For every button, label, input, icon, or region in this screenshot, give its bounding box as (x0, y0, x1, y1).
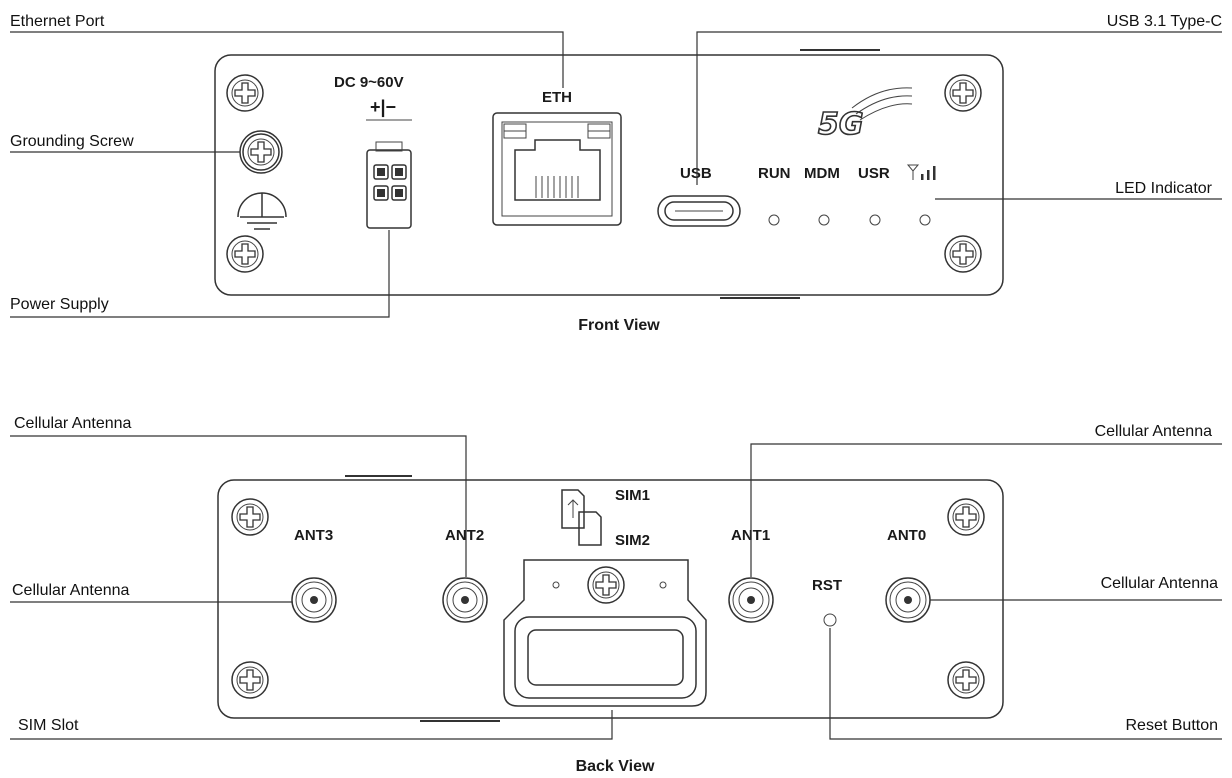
ethernet-port-leader (10, 31, 564, 88)
usr-label: USR (858, 165, 890, 182)
dc-voltage-label: DC 9~60V (334, 74, 404, 91)
power-supply-leader (10, 230, 390, 318)
signal-strength-icon (906, 164, 936, 180)
callout-cellular-antenna-top-left: Cellular Antenna (14, 415, 132, 432)
signal-led (919, 214, 931, 226)
ethernet-port (492, 112, 622, 226)
front-screw-bottom-left (226, 235, 264, 273)
usb-leader (696, 31, 1222, 185)
front-view-caption: Front View (578, 317, 660, 334)
callout-usb: USB 3.1 Type-C (1107, 13, 1222, 30)
usb-c-port (657, 195, 741, 227)
sim1-label: SIM1 (615, 487, 650, 504)
ant2-leader (10, 435, 467, 577)
back-screw-bottom-left (231, 661, 269, 699)
front-panel-body (214, 54, 1004, 296)
reset-button (823, 613, 837, 627)
usr-led (869, 214, 881, 226)
reset-leader (829, 628, 1222, 740)
ant0-connector (885, 577, 931, 623)
back-screw-bottom-right (947, 661, 985, 699)
callout-grounding-screw: Grounding Screw (10, 133, 134, 150)
ant2-label: ANT2 (445, 527, 484, 544)
ant0-label: ANT0 (887, 527, 926, 544)
back-screw-top-right (947, 498, 985, 536)
run-led (768, 214, 780, 226)
svg-text:5G: 5G (818, 107, 864, 142)
power-connector (366, 141, 412, 229)
mdm-label: MDM (804, 165, 840, 182)
callout-cellular-antenna-right: Cellular Antenna (1101, 575, 1219, 592)
callout-ethernet-port: Ethernet Port (10, 13, 105, 30)
rst-label: RST (812, 577, 842, 594)
ant3-label: ANT3 (294, 527, 333, 544)
sim-card-icon (561, 489, 602, 546)
front-screw-bottom-right (944, 235, 982, 273)
mdm-led (818, 214, 830, 226)
front-screw-top-right (944, 74, 982, 112)
ant1-connector (728, 577, 774, 623)
callout-power-supply: Power Supply (10, 296, 109, 313)
callout-reset-button: Reset Button (1126, 717, 1219, 734)
polarity-label: +|− (370, 97, 396, 117)
ant2-connector (442, 577, 488, 623)
front-view: DC 9~60V +|− ETH (10, 13, 1222, 334)
ant3-connector (291, 577, 337, 623)
callout-sim-slot: SIM Slot (18, 717, 79, 734)
callout-led-indicator: LED Indicator (1115, 180, 1213, 197)
ground-symbol-icon (237, 192, 287, 230)
callout-cellular-antenna-top-right: Cellular Antenna (1095, 423, 1213, 440)
5g-logo: 5G (817, 87, 913, 143)
back-screw-top-left (231, 498, 269, 536)
back-view: ANT3 ANT2 ANT1 ANT0 SIM1 SIM2 RST (10, 415, 1222, 775)
sim2-label: SIM2 (615, 532, 650, 549)
back-view-caption: Back View (576, 758, 655, 775)
run-label: RUN (758, 165, 791, 182)
usb-label: USB (680, 165, 712, 182)
sim-slot (503, 559, 707, 707)
grounding-screw (239, 130, 283, 174)
callout-cellular-antenna-left: Cellular Antenna (12, 582, 130, 599)
eth-label: ETH (542, 89, 572, 106)
back-panel-body (217, 479, 1004, 719)
sim-slot-leader (10, 710, 613, 740)
ant1-leader (750, 443, 1222, 577)
front-screw-top-left (226, 74, 264, 112)
